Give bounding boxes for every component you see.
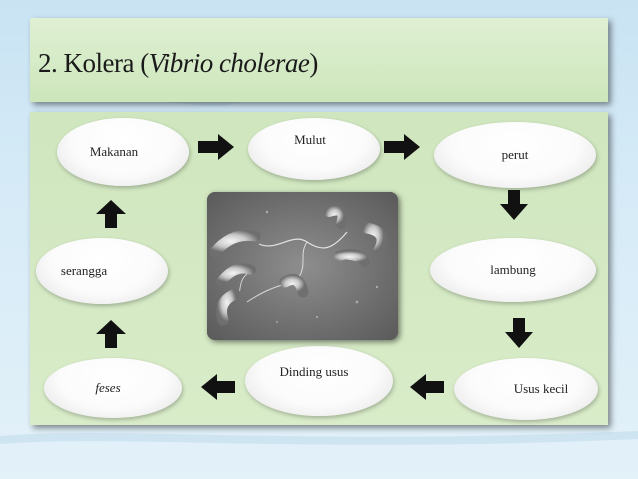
node-label: perut bbox=[501, 147, 529, 162]
node-mulut: Mulut bbox=[248, 118, 380, 180]
node-label: lambung bbox=[490, 262, 536, 277]
title-suffix: ) bbox=[309, 48, 318, 78]
node-serangga: serangga bbox=[36, 238, 168, 304]
arrow-left-icon bbox=[410, 374, 444, 400]
slide-title: 2. Kolera (Vibrio cholerae) bbox=[38, 48, 318, 79]
node-perut: perut bbox=[434, 122, 596, 188]
node-label: Makanan bbox=[89, 144, 139, 159]
node-label: Mulut bbox=[294, 132, 326, 147]
micrograph-illustration bbox=[207, 192, 398, 340]
arrow-up-icon bbox=[96, 320, 126, 348]
node-label: serangga bbox=[60, 263, 108, 278]
node-dinding-usus: Dinding usus bbox=[245, 346, 393, 416]
node-label: feses bbox=[95, 380, 121, 395]
title-species: Vibrio cholerae bbox=[148, 48, 310, 78]
arrow-left-icon bbox=[201, 374, 235, 400]
node-feses: feses bbox=[44, 358, 182, 418]
title-bar: 2. Kolera (Vibrio cholerae) bbox=[30, 18, 608, 102]
arrow-down-icon bbox=[505, 318, 533, 348]
title-prefix: 2. Kolera ( bbox=[38, 48, 149, 78]
node-makanan: Makanan bbox=[57, 118, 189, 186]
arrow-right-icon bbox=[384, 134, 420, 160]
arrow-down-icon bbox=[500, 190, 528, 220]
arrow-right-icon bbox=[198, 134, 234, 160]
node-label: Dinding usus bbox=[279, 364, 349, 379]
node-lambung: lambung bbox=[430, 238, 596, 302]
node-usus-kecil: Usus kecil bbox=[454, 358, 598, 420]
node-label: Usus kecil bbox=[513, 381, 569, 396]
vibrio-micrograph-image bbox=[207, 192, 398, 340]
arrow-up-icon bbox=[96, 200, 126, 228]
